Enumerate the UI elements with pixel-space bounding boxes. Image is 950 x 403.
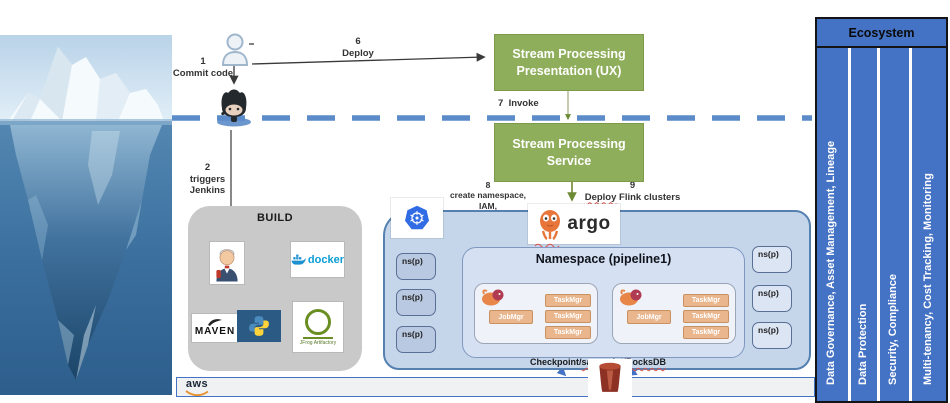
namespace-pod-box: ns(p) <box>396 326 436 353</box>
jobmgr-box: JobMgr <box>627 310 671 324</box>
taskmgr-box: TaskMgr <box>545 326 591 339</box>
ecosystem-title: Ecosystem <box>817 19 946 48</box>
argo-character-icon <box>540 210 561 240</box>
kubernetes-logo <box>391 198 443 238</box>
s3-bucket-icon <box>599 362 621 392</box>
namespace-title: Namespace (pipeline1) <box>535 252 672 266</box>
step-9-deploy-flink: 9 Deploy Flink clusters <box>584 180 681 203</box>
aws-platform-bar: aws <box>176 377 815 397</box>
jfrog-artifactory-logo: JFrog Artifactory <box>293 302 343 352</box>
jenkins-butler-icon <box>216 249 238 282</box>
python-logo <box>237 310 281 342</box>
build-box: BUILD docker <box>188 206 362 371</box>
docker-whale-icon <box>291 254 306 265</box>
github-octocat-icon <box>217 89 251 127</box>
iceberg-illustration <box>0 35 172 395</box>
iceberg-image <box>0 35 172 395</box>
ecosystem-column-multitenancy: Multi-tenancy, Cost Tracking, Monitoring <box>908 48 946 401</box>
docker-wordmark: docker <box>307 253 344 266</box>
namespace-pod-box: ns(p) <box>396 289 436 316</box>
user-icon <box>221 33 254 66</box>
aws-wordmark: aws <box>185 377 209 390</box>
maven-feather-icon <box>208 319 222 326</box>
flink-cluster-2: JobMgr TaskMgr TaskMgr TaskMgr <box>612 283 736 344</box>
stream-processing-ux-box: Stream Processing Presentation (UX) <box>494 34 644 91</box>
namespace-pod-box: ns(p) <box>752 246 792 273</box>
build-title: BUILD <box>256 212 294 224</box>
flink-squirrel-icon <box>620 289 642 306</box>
taskmgr-box: TaskMgr <box>683 294 729 307</box>
namespace-pod-box: ns(p) <box>396 253 436 280</box>
maven-wordmark: MAVEN <box>194 326 236 337</box>
stream-processing-service-box: Stream Processing Service <box>494 123 644 182</box>
ecosystem-column-data-protection: Data Protection <box>847 48 878 401</box>
aws-logo: aws <box>185 377 209 396</box>
docker-logo: docker <box>291 242 344 277</box>
aws-swoosh-icon <box>185 389 209 396</box>
namespace-pod-box: ns(p) <box>752 322 792 349</box>
jfrog-ring-icon <box>305 308 331 335</box>
namespace-pod-box: ns(p) <box>752 285 792 312</box>
argo-logo: argo <box>528 204 620 244</box>
step-6-deploy: 6 Deploy <box>342 36 374 59</box>
flink-cluster-1: JobMgr TaskMgr TaskMgr TaskMgr <box>474 283 598 344</box>
jenkins-logo <box>210 242 244 284</box>
s3-bucket-card <box>588 359 632 397</box>
ecosystem-column-governance: Data Governance, Asset Management, Linea… <box>817 48 848 401</box>
maven-logo: MAVEN <box>192 314 238 342</box>
argo-wordmark: argo <box>567 213 611 234</box>
jfrog-wordmark: JFrog Artifactory <box>299 339 337 346</box>
ecosystem-sidebar: Ecosystem Data Governance, Asset Managem… <box>815 17 948 403</box>
step-2-triggers-jenkins: 2 triggers Jenkins <box>189 162 226 197</box>
taskmgr-box: TaskMgr <box>683 310 729 323</box>
taskmgr-box: TaskMgr <box>683 326 729 339</box>
ecosystem-column-security: Security, Compliance <box>877 48 909 401</box>
jobmgr-box: JobMgr <box>489 310 533 324</box>
step-1-commit-code: 1 Commit code <box>172 56 234 79</box>
step-7-invoke: 7 Invoke <box>498 98 539 109</box>
taskmgr-box: TaskMgr <box>545 310 591 323</box>
python-icon <box>249 316 269 336</box>
flink-squirrel-icon <box>482 289 504 306</box>
taskmgr-box: TaskMgr <box>545 294 591 307</box>
kubernetes-helm-icon <box>405 205 429 230</box>
